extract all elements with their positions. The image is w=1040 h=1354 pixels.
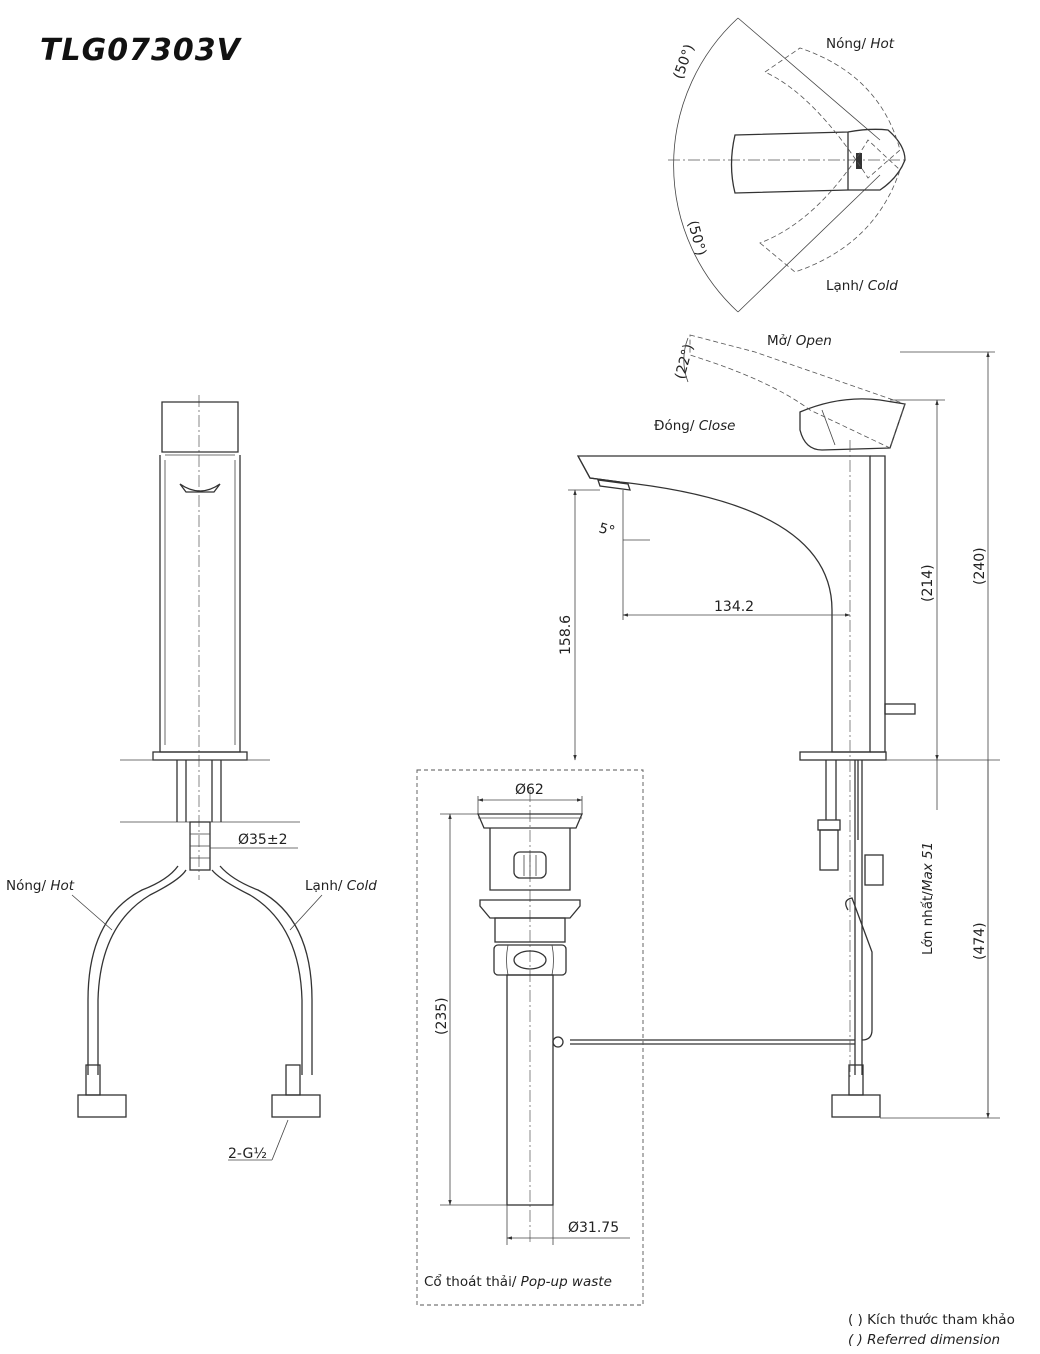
popup-waste-view: Ø62 (235) Ø31.75 Cổ thoát thải/ Pop-up w…	[416, 769, 644, 1306]
hose-height-label: (474)	[972, 922, 988, 960]
cold-label-top: Lạnh/	[826, 278, 864, 294]
handle-closed	[799, 398, 906, 451]
popup-frame	[416, 769, 644, 1306]
angle-top-label: (50°)	[671, 42, 698, 81]
hole-diameter-label: Ø35±2	[238, 832, 287, 848]
lift-rod-knob	[884, 703, 916, 715]
fitting-hot	[77, 1094, 127, 1118]
side-base	[799, 751, 887, 761]
svg-text:Mở/ Open: Mở/ Open	[767, 333, 832, 349]
top-view: (50°) (50°) Nóng/ Hot Lạnh/ Cold	[668, 17, 906, 313]
side-fitting	[831, 1094, 881, 1118]
handle-open-ghost	[689, 334, 906, 449]
svg-text:Đóng/ Close: Đóng/ Close	[654, 418, 735, 434]
hose-hot	[97, 869, 187, 1075]
front-view: Nóng/ Hot Lạnh/ Cold Ø35±2 2-G½	[6, 395, 377, 1162]
hot-label-top: Nóng/	[826, 36, 866, 52]
handle-center-outline	[730, 128, 906, 194]
side-view: 158.6 134.2 5° (214) (240) (474) Lớn nhấ…	[558, 333, 1000, 1119]
max-label: Lớn nhất/	[920, 891, 936, 955]
total-height-label: (240)	[972, 547, 988, 585]
hot-label-front: Nóng/	[6, 878, 46, 894]
waste-length-label: (235)	[434, 997, 450, 1035]
thread-label: 2-G½	[228, 1146, 267, 1162]
open-label: Mở/	[767, 333, 792, 349]
handle-hot-ghost	[764, 47, 901, 179]
front-base	[152, 751, 248, 761]
reach-label: 134.2	[714, 599, 754, 615]
spout-angle-label: 5°	[597, 520, 617, 540]
spout-outline	[576, 455, 871, 753]
front-handle	[161, 401, 239, 453]
handle-marker	[856, 153, 862, 169]
svg-text:Cổ thoát thải/ Pop-up waste: Cổ thoát thải/ Pop-up waste	[424, 1273, 612, 1290]
svg-text:Lạnh/ Cold: Lạnh/ Cold	[826, 278, 898, 294]
rotation-arc	[673, 17, 739, 313]
svg-text:Lớn nhất/Max 51: Lớn nhất/Max 51	[920, 842, 936, 955]
fitting-cold	[271, 1094, 321, 1118]
handle-cold-ghost	[759, 139, 901, 273]
waste-top-dia-label: Ø62	[515, 782, 544, 798]
front-body	[159, 455, 241, 753]
popup-label: Cổ thoát thải/	[424, 1273, 517, 1290]
legend-line-2: ( ) Referred dimension	[848, 1332, 1000, 1348]
hose-cold	[211, 869, 303, 1075]
popup-pipe	[506, 974, 554, 1206]
model-title: TLG07303V	[40, 33, 243, 68]
waste-pipe-dia-label: Ø31.75	[568, 1220, 619, 1236]
body-height-label: (214)	[920, 564, 936, 602]
close-label: Đóng/	[654, 418, 695, 434]
svg-text:Nóng/ Hot: Nóng/ Hot	[826, 36, 895, 52]
svg-text:Lạnh/ Cold: Lạnh/ Cold	[305, 878, 377, 894]
spout-height-label: 158.6	[558, 615, 574, 655]
popup-cap	[477, 813, 583, 829]
cold-label-front: Lạnh/	[305, 878, 343, 894]
legend-line-1: ( ) Kích thước tham khảo	[848, 1312, 1015, 1328]
svg-text:Nóng/ Hot: Nóng/ Hot	[6, 878, 75, 894]
